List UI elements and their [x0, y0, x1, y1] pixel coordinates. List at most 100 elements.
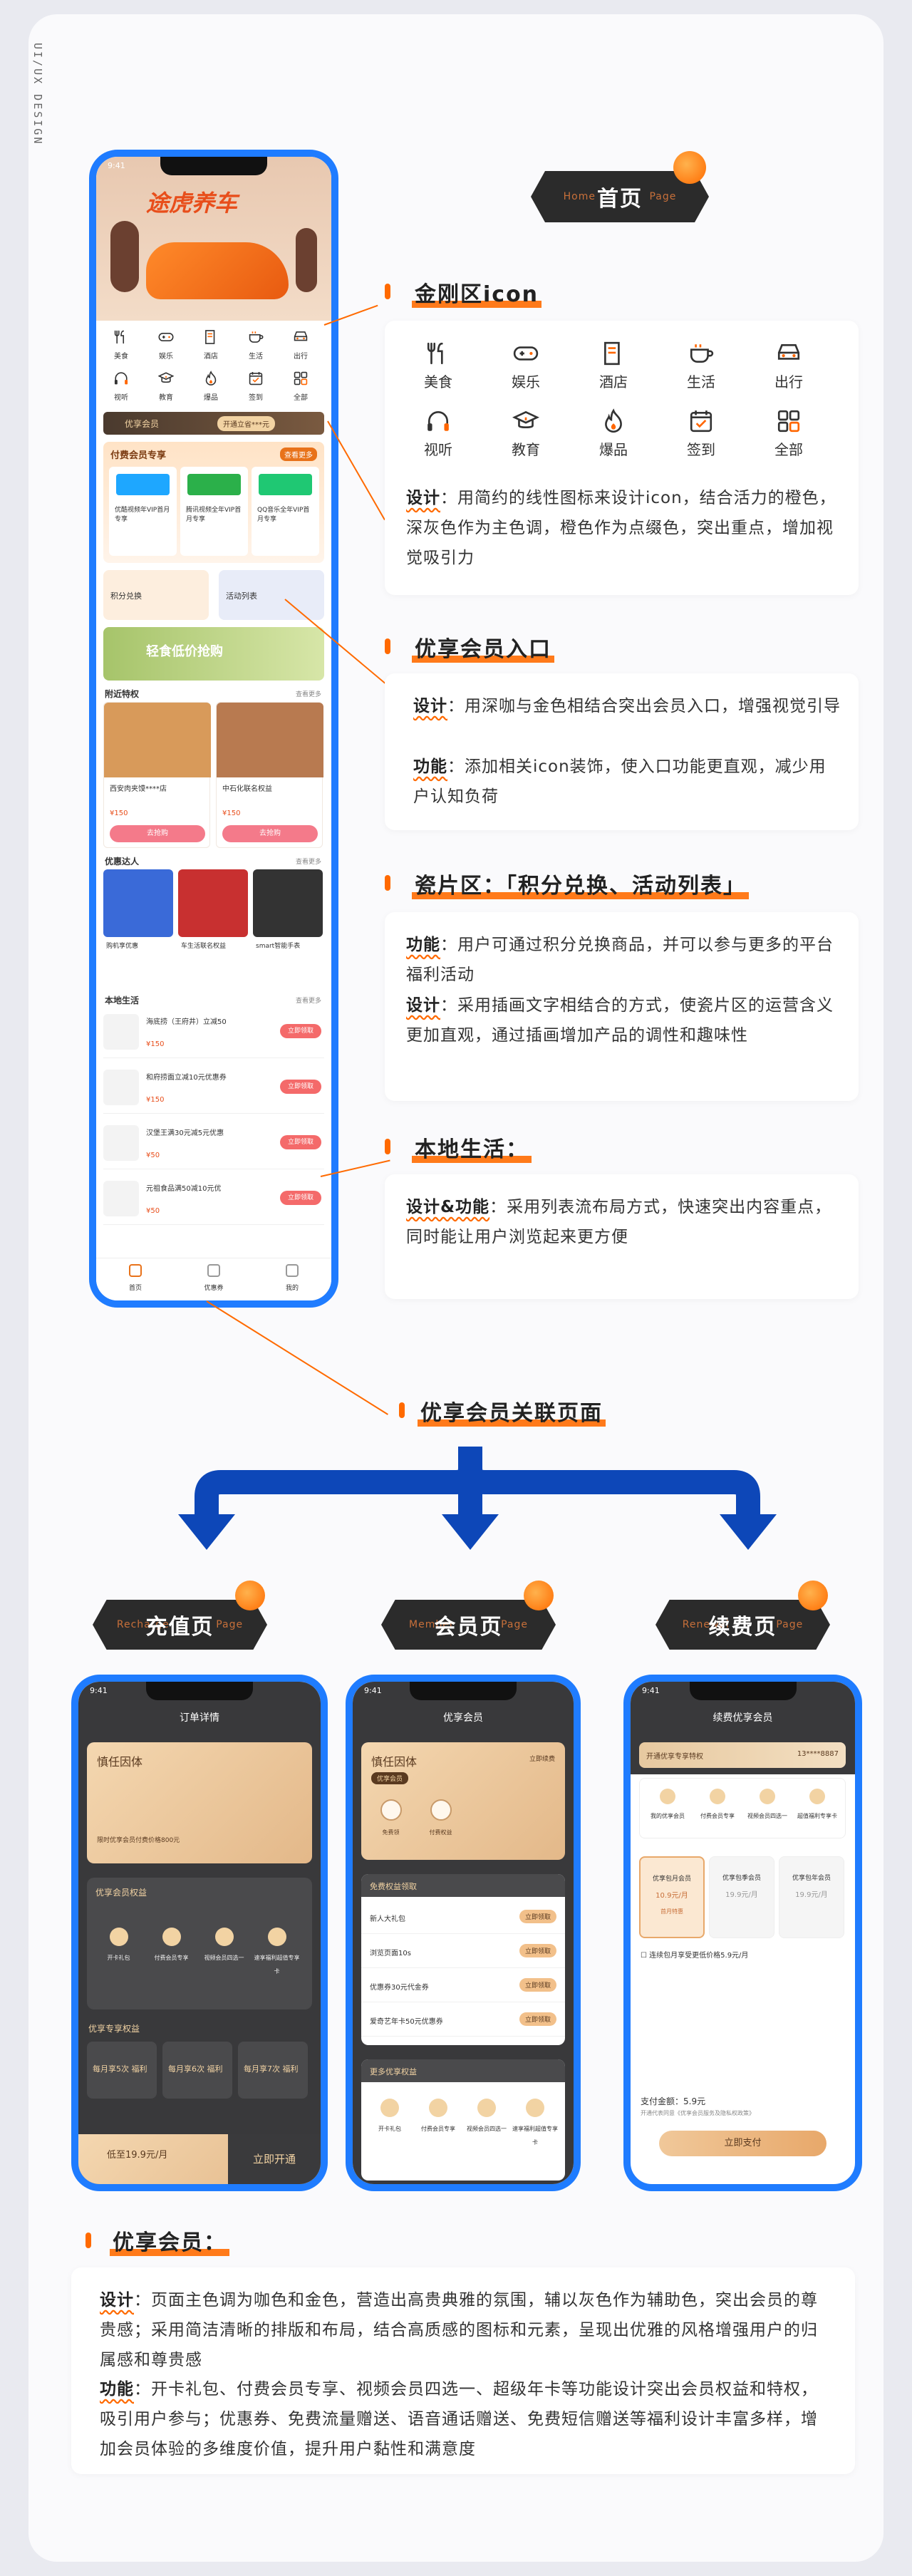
- home-icon-签到[interactable]: 签到: [238, 371, 274, 403]
- kingkong-item-签到[interactable]: 签到: [669, 408, 733, 459]
- nearby-buy-button[interactable]: 去抢购: [110, 825, 205, 842]
- pay-item-card[interactable]: QQ音乐全年VIP首月专享: [252, 467, 319, 556]
- talent-card[interactable]: 车生活联名权益: [178, 869, 248, 983]
- member-card-icon[interactable]: 付费权益: [421, 1799, 460, 1837]
- tab-优惠券[interactable]: 优惠券: [182, 1264, 246, 1293]
- recharge-coupon[interactable]: 每月享5次 福利: [87, 2042, 157, 2099]
- coupon-label: 每月享5次 福利: [93, 2064, 147, 2074]
- right-icon: [660, 1789, 675, 1804]
- local-more[interactable]: 查看更多: [295, 998, 321, 1005]
- local-claim-button[interactable]: 立即领取: [280, 1080, 321, 1094]
- home-member-bar[interactable]: 优享会员 开通立省***元: [103, 412, 324, 435]
- kingkong-item-美食[interactable]: 美食: [406, 341, 470, 391]
- tab-label: 优惠券: [204, 1285, 224, 1292]
- right-icon: [162, 1928, 181, 1946]
- home-title-dot: [673, 151, 706, 184]
- home-banner[interactable]: 途虎养车: [96, 157, 331, 321]
- home-icon-酒店[interactable]: 酒店: [193, 329, 229, 361]
- home-icon-出行[interactable]: 出行: [283, 329, 318, 361]
- tab-bar: 首页优惠券 我的: [96, 1258, 331, 1300]
- home-icon-全部[interactable]: 全部: [283, 371, 318, 403]
- kingkong-item-生活[interactable]: 生活: [669, 341, 733, 391]
- kingkong-item-全部[interactable]: 全部: [757, 408, 821, 459]
- recharge-coupon[interactable]: 每月享6次 福利: [162, 2042, 232, 2099]
- kingkong-item-娱乐[interactable]: 娱乐: [494, 341, 558, 391]
- more-right-item[interactable]: 速享福利超值专享卡: [512, 2099, 558, 2147]
- talent-name: 购机享优惠: [106, 943, 139, 950]
- local-title: 本地生活: [105, 995, 140, 1005]
- home-icon-娱乐[interactable]: 娱乐: [148, 329, 184, 361]
- talent-more[interactable]: 查看更多: [295, 859, 321, 866]
- renew-terms[interactable]: 开通代表同意《优享会员服务及隐私权政策》: [641, 2110, 755, 2116]
- tab-首页[interactable]: 首页: [103, 1264, 167, 1293]
- talent-card[interactable]: 购机享优惠: [103, 869, 173, 983]
- home-icon-美食[interactable]: 美食: [103, 329, 139, 361]
- tiles-section-title: 瓷片区：「积分兑换、活动列表」: [412, 868, 749, 899]
- kingkong-item-出行[interactable]: 出行: [757, 341, 821, 391]
- renew-right-item[interactable]: 超值福利专享卡: [794, 1789, 841, 1821]
- pay-item-card[interactable]: 腾讯视频全年VIP首月专享: [180, 467, 248, 556]
- free-claim-button[interactable]: 立即领取: [519, 1944, 556, 1957]
- more-right-item[interactable]: 开卡礼包: [367, 2099, 413, 2133]
- renew-link[interactable]: 立即续费: [529, 1756, 555, 1763]
- free-claim-button[interactable]: 立即领取: [519, 1978, 556, 1992]
- tab-我的[interactable]: 我的: [260, 1264, 324, 1293]
- renew-right-item[interactable]: 我的优享会员: [644, 1789, 691, 1821]
- pay-item-card[interactable]: 优酷视频年VIP首月专享: [109, 467, 177, 556]
- sub-page-dot: [798, 1581, 828, 1610]
- renew-page-title: 续费优享会员: [712, 1712, 773, 1724]
- nearby-buy-button[interactable]: 去抢购: [222, 825, 318, 842]
- renew-right-item[interactable]: 付费会员专享: [694, 1789, 741, 1821]
- graduation-cap-icon: [494, 408, 558, 434]
- recharge-right-label: 视频会员四选一: [204, 1955, 244, 1961]
- local-claim-button[interactable]: 立即领取: [280, 1024, 321, 1038]
- pay-member-more[interactable]: 查看更多: [280, 448, 317, 461]
- local-claim-button[interactable]: 立即领取: [280, 1135, 321, 1149]
- home-icon-爆品[interactable]: 爆品: [193, 371, 229, 403]
- activity-tile[interactable]: 活动列表: [219, 570, 324, 620]
- headphones-icon: [406, 408, 470, 434]
- kingkong-item-教育[interactable]: 教育: [494, 408, 558, 459]
- more-right-item[interactable]: 视频会员四选一: [464, 2099, 509, 2133]
- mechanic-illustration: [296, 228, 317, 292]
- local-claim-button[interactable]: 立即领取: [280, 1191, 321, 1205]
- points-tile[interactable]: 积分兑换: [103, 570, 209, 620]
- free-claim-button[interactable]: 立即领取: [519, 2012, 556, 2026]
- home-icon-教育[interactable]: 教育: [148, 371, 184, 403]
- more-right-item[interactable]: 付费会员专享: [415, 2099, 461, 2133]
- member-bar-button[interactable]: 开通立省***元: [217, 416, 275, 431]
- recharge-right-item[interactable]: 开卡礼包: [95, 1928, 142, 1962]
- recharge-right-item[interactable]: 视频会员四选一: [201, 1928, 247, 1962]
- kingkong-item-视听[interactable]: 视听: [406, 408, 470, 459]
- renew-pay-button[interactable]: 立即支付: [659, 2131, 826, 2156]
- kingkong-item-酒店[interactable]: 酒店: [581, 341, 646, 391]
- nearby-more[interactable]: 查看更多: [295, 691, 321, 698]
- right-icon: [477, 2099, 496, 2117]
- local-logo: [103, 1181, 139, 1216]
- kingkong-item-label: 娱乐: [512, 373, 540, 390]
- promo-banner[interactable]: 轻食低价抢购: [103, 627, 324, 681]
- home-icon-生活[interactable]: 生活: [238, 329, 274, 361]
- recharge-open-button[interactable]: 立即开通: [228, 2134, 321, 2184]
- renew-right-item[interactable]: 视频会员四选一: [744, 1789, 791, 1821]
- kingkong-item-爆品[interactable]: 爆品: [581, 408, 646, 459]
- hotel-icon: [193, 329, 229, 348]
- talent-card[interactable]: smart智能手表: [253, 869, 323, 983]
- renew-agree[interactable]: ☐ 连续包月享受更低价格5.9元/月: [641, 1952, 749, 1960]
- home-icon-视听[interactable]: 视听: [103, 371, 139, 403]
- recharge-right-item[interactable]: 付费会员专享: [148, 1928, 195, 1962]
- member-card-icon[interactable]: 免费领: [371, 1799, 410, 1837]
- free-claim-button[interactable]: 立即领取: [519, 1910, 556, 1923]
- recharge-right-item[interactable]: 速享福利超值专享卡: [254, 1928, 300, 1976]
- nearby-title: 附近特权: [105, 689, 140, 699]
- recharge-coupon[interactable]: 每月享7次 福利: [238, 2042, 308, 2099]
